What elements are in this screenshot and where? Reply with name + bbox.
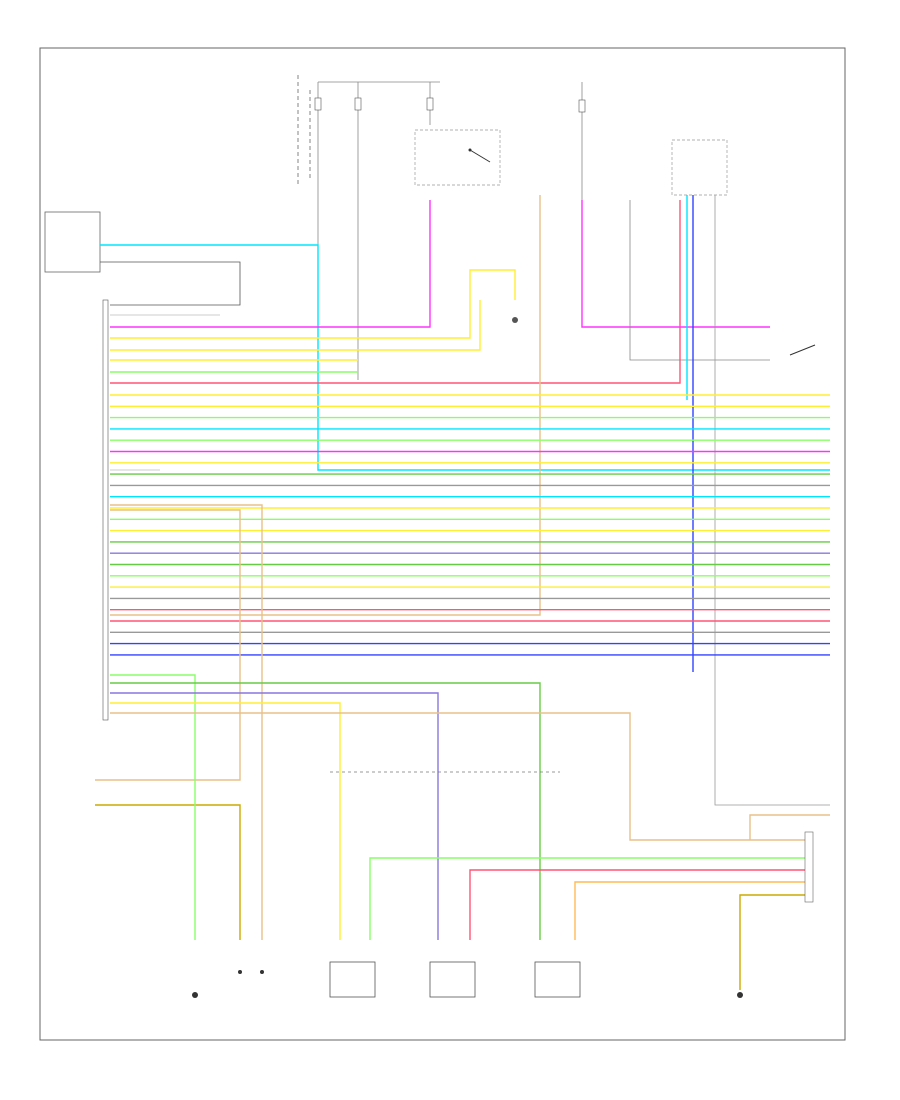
shift-sensor-icon (512, 317, 518, 323)
fuse-icon (354, 97, 362, 111)
shift-lock-solenoid-box (44, 211, 101, 273)
relay-contact-icon (468, 148, 472, 152)
ground-icon (737, 992, 743, 998)
fuse-icon (426, 97, 434, 111)
brake-switch-icon (789, 344, 816, 356)
sol-c-box (534, 961, 581, 998)
speed-sensor-icon (192, 992, 198, 998)
diagram-border (39, 47, 846, 1041)
right-grey-vertical (714, 195, 830, 806)
pcm-lower-wires (95, 504, 830, 990)
shift-position-switch-box (671, 139, 728, 196)
pcm-upper-wires (100, 200, 830, 471)
fuse-icon (314, 97, 322, 111)
relay-box (414, 129, 501, 186)
pcm-bus-lines (110, 394, 830, 656)
sol-a-box (329, 961, 376, 998)
connector-pin-icon (260, 970, 264, 974)
sol-b-box (429, 961, 476, 998)
pressure-switch-connector (804, 831, 814, 903)
connector-pin-icon (238, 970, 242, 974)
sensor-orange-vertical (110, 195, 541, 616)
fuse-icon (578, 99, 586, 113)
bottom-components (192, 961, 743, 998)
pcm-box (102, 299, 109, 721)
relay-switch-icon (469, 149, 491, 163)
